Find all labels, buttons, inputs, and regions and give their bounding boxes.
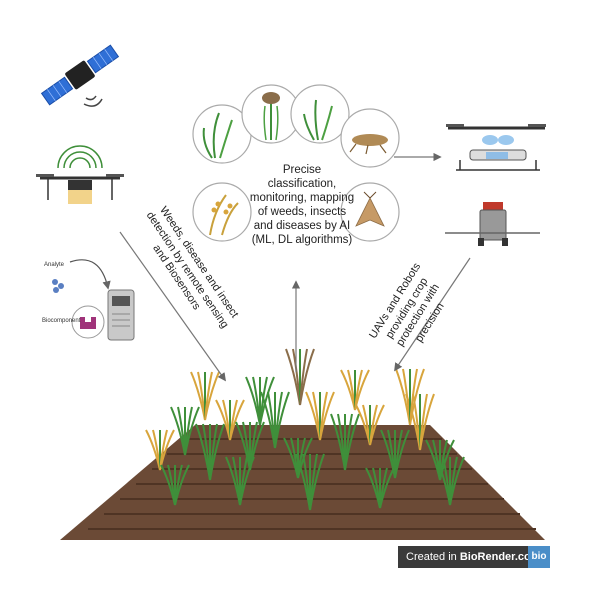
brand-prefix: Created in [406, 551, 460, 563]
soil-field [60, 425, 545, 540]
bio-logo-icon: bio [528, 546, 550, 568]
moth-icon [340, 182, 400, 242]
crop-plant [365, 467, 395, 509]
organism-image-cluster [192, 84, 400, 242]
satellite-icon [40, 44, 120, 107]
grass-icon [290, 84, 350, 144]
crop-plant [435, 456, 465, 506]
rice-plant-icon [241, 84, 301, 144]
crop-plant [380, 429, 410, 479]
crop-plant [190, 371, 220, 421]
ai-classification-label: Precise classification, monitoring, mapp… [249, 164, 355, 246]
crop-plant [305, 391, 335, 441]
brand-name: BioRender.com [459, 551, 541, 563]
crop-plant [195, 423, 225, 481]
brand-text: Created in BioRender.com [406, 546, 541, 568]
crop-plant [330, 413, 360, 471]
biosensor-device-icon [52, 259, 135, 341]
crop-plants [145, 348, 465, 511]
crop-plant [225, 456, 255, 506]
biocomponent-label: Biocomponent [42, 318, 81, 324]
sensor-drone-icon [36, 145, 124, 204]
insect-icon [340, 108, 400, 168]
weed-icon [192, 104, 252, 164]
spray-robot-icon [445, 202, 540, 246]
crop-plant [285, 348, 315, 406]
arrow-sensing-to-field [119, 231, 226, 382]
crop-plant [340, 369, 370, 411]
crop-plant [260, 391, 290, 449]
arrow-robot-to-field [394, 257, 471, 372]
spray-drone-icon [446, 124, 546, 171]
biorender-badge: Created in BioRender.com bio [398, 546, 550, 568]
crop-plant [170, 406, 200, 456]
flow-arrows [119, 152, 471, 382]
crop-plant [245, 376, 275, 426]
grain-icon [192, 182, 252, 242]
crop-plant [160, 464, 190, 506]
crop-plant [355, 404, 385, 446]
crop-plant [295, 453, 325, 511]
crop-plant [215, 399, 245, 441]
analyte-label: Analyte [44, 262, 65, 268]
crop-plant [395, 368, 425, 426]
